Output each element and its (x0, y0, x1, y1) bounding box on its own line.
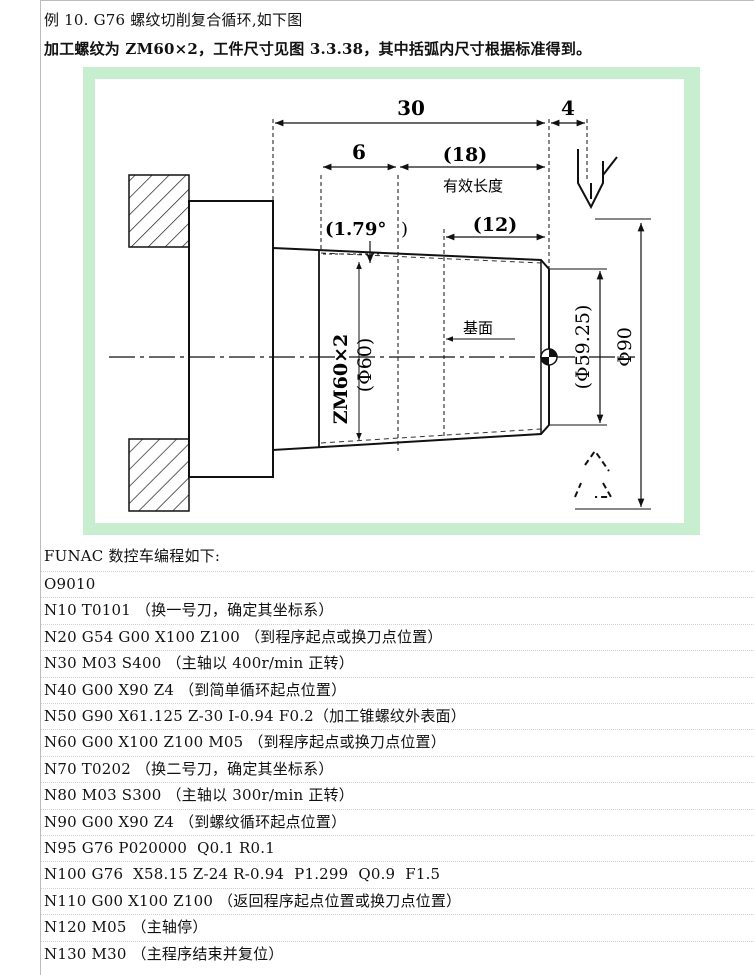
program-line: N10 T0101 （换一号刀，确定其坐标系） (44, 601, 334, 620)
dim-eighteen-label: (18) (443, 144, 487, 166)
program-line: N100 G76 X58.15 Z-24 R-0.94 P1.299 Q0.9 … (44, 865, 441, 884)
program-line: N60 G00 X100 Z100 M05 （到程序起点或换刀点位置） (44, 733, 446, 752)
line-separator (41, 861, 754, 863)
line-separator (41, 755, 754, 757)
workpiece-body (188, 200, 274, 478)
angle-close: ) (401, 219, 408, 240)
line-separator (41, 571, 754, 572)
angle-label: (1.79° (325, 219, 386, 240)
line-separator (41, 782, 754, 784)
line-separator (41, 597, 754, 599)
dim-six-label: 6 (352, 140, 366, 164)
program-line: N20 G54 G00 X100 Z100 （到程序起点或换刀点位置） (44, 627, 443, 646)
dia-60-label: (Φ60) (354, 338, 376, 393)
chuck-jaw-top (128, 174, 190, 248)
line-separator (41, 808, 754, 810)
dim-total-label: 30 (397, 96, 425, 120)
dia-5925-label: (Φ59.25) (572, 305, 594, 390)
datum-label: 基面 (463, 319, 493, 337)
program-line: N120 M05 （主轴停） (44, 918, 208, 937)
line-separator (41, 650, 754, 652)
dim-twelve-label: (12) (473, 214, 517, 236)
line-separator (41, 887, 754, 889)
program-line: N30 M03 S400 （主轴以 400r/min 正转） (44, 654, 354, 673)
thread-root-bottom (320, 428, 542, 444)
program-line: N70 T0202 （换二号刀，确定其坐标系） (44, 759, 334, 778)
line-separator (41, 729, 754, 731)
workpiece-drawing: 30 4 6 (18) 有效长度 (1.79° ) (12) ZM60×2 (Φ… (109, 96, 651, 512)
thread-tool (577, 149, 618, 210)
line-separator (41, 623, 754, 625)
dim-end-label: 4 (561, 96, 575, 120)
taper-thread (272, 246, 550, 452)
program-line: N95 G76 P020000 Q0.1 R0.1 (44, 839, 275, 857)
program-line: O9010 (44, 575, 96, 593)
program-intro: FUNAC 数控车编程如下: (44, 547, 221, 565)
program-line: N110 G00 X100 Z100 （返回程序起点位置或换刀点位置） (44, 891, 462, 910)
example-title: 例 10. G76 螺纹切削复合循环,如下图 (44, 11, 303, 29)
line-separator (41, 914, 754, 916)
dia-90-label: Φ90 (614, 327, 636, 367)
document-frame (40, 0, 754, 975)
thread-spec-label: ZM60×2 (330, 334, 352, 424)
program-line: N50 G90 X61.125 Z-30 I-0.94 F0.2（加工锥螺纹外表… (44, 707, 466, 725)
thread-root-top (320, 252, 542, 264)
program-line: N40 G00 X90 Z4 （到简单循环起点位置） (44, 680, 347, 699)
example-description: 加工螺纹为 ZM60×2，工件尺寸见图 3.3.38，其中括弧内尺寸根据标准得到… (44, 40, 592, 58)
tool-path-symbol (574, 449, 613, 498)
line-separator (41, 703, 754, 704)
workpiece-figure: 30 4 6 (18) 有效长度 (1.79° ) (12) ZM60×2 (Φ… (83, 67, 700, 535)
chuck-jaw-bottom (128, 438, 190, 512)
line-separator (41, 835, 754, 836)
effective-length-label: 有效长度 (443, 177, 503, 195)
program-line: N80 M03 S300 （主轴以 300r/min 正转） (44, 786, 354, 805)
line-separator (41, 676, 754, 678)
program-line: N90 G00 X90 Z4 （到螺纹循环起点位置） (44, 812, 347, 831)
program-line: N130 M30 （主程序结束并复位） (44, 944, 284, 963)
line-separator (41, 940, 754, 942)
